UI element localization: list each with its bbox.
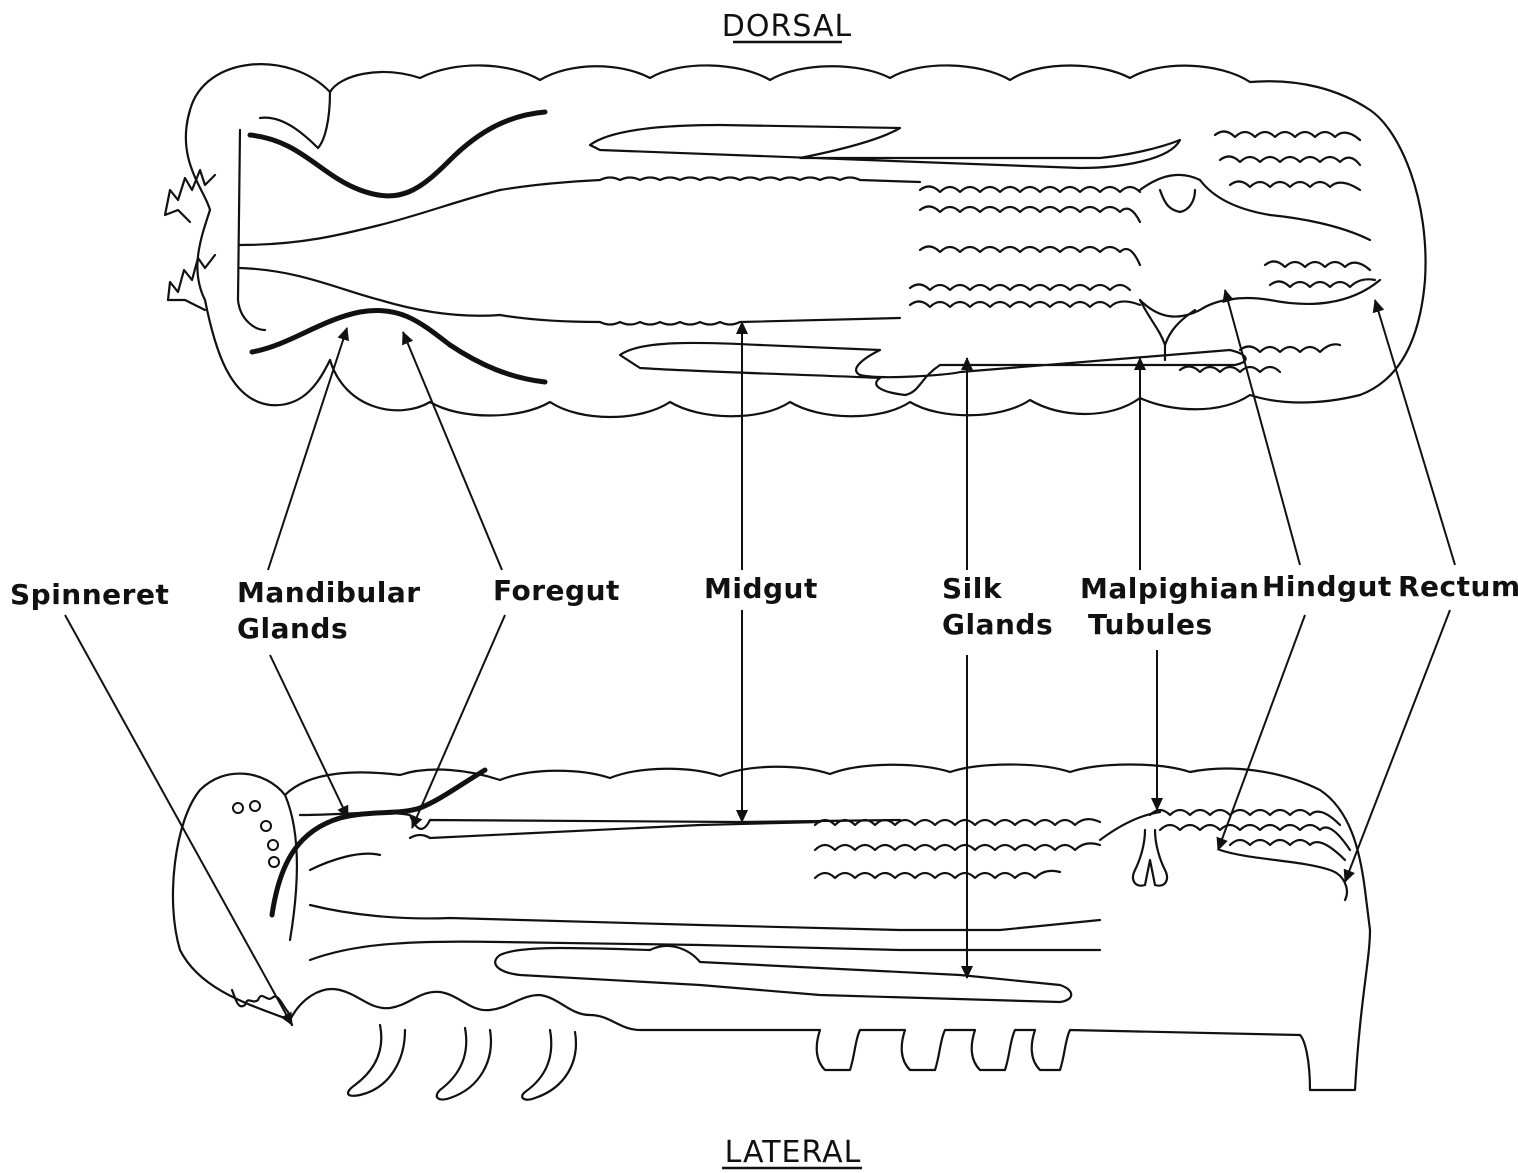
label-midgut: Midgut <box>704 572 818 605</box>
lateral-thoracic-leg-1 <box>348 1025 405 1096</box>
dorsal-larva <box>165 64 1426 417</box>
dorsal-head <box>186 64 330 405</box>
lateral-gut <box>310 822 1100 960</box>
lateral-tubule-fork <box>1100 812 1167 886</box>
spinneret-pointer <box>65 615 292 1025</box>
dorsal-silk-gland-upper <box>590 125 1180 168</box>
dorsal-malpighian-tubules-lower <box>910 246 1140 307</box>
lateral-head <box>173 774 297 1020</box>
label-mandibular-line1: Mandibular <box>237 576 421 609</box>
dorsal-rectum <box>1265 261 1375 287</box>
lateral-thoracic-leg-3 <box>522 1030 576 1100</box>
lateral-hindgut-tubules <box>1150 810 1350 860</box>
dorsal-malpighian-tubules-upper <box>920 186 1140 222</box>
hindgut-pointer-up <box>1225 290 1300 565</box>
lateral-larva <box>173 765 1370 1100</box>
lateral-view-title: LATERAL <box>725 1135 862 1170</box>
dorsal-head-inner <box>238 130 265 330</box>
lateral-malpighian-tubules <box>815 819 1100 878</box>
dorsal-body-outline <box>330 65 1426 417</box>
dorsal-silk-gland-lower <box>620 343 1246 395</box>
labels: Spinneret Mandibular Glands Foregut Midg… <box>10 570 1518 645</box>
lateral-silk-gland <box>495 946 1071 1002</box>
label-malpighian-line1: Malpighian <box>1080 572 1259 605</box>
label-silk-line1: Silk <box>942 572 1003 605</box>
lateral-thoracic-leg-2 <box>437 1028 491 1100</box>
label-mandibular-line2: Glands <box>237 612 348 645</box>
mandibular-pointer-down <box>270 655 348 818</box>
lateral-rectum <box>1220 850 1347 900</box>
mandibular-pointer-up <box>268 328 347 570</box>
dorsal-view-title: DORSAL <box>722 9 852 44</box>
label-foregut: Foregut <box>493 574 620 607</box>
foregut-pointer-down <box>412 615 505 828</box>
hindgut-pointer-down <box>1218 615 1305 850</box>
dorsal-foregut <box>240 190 500 316</box>
label-malpighian-line2: Tubules <box>1088 608 1213 641</box>
dorsal-mandibular-gland-lower <box>252 310 545 382</box>
dorsal-malpighian-tubules-rear <box>1180 131 1360 372</box>
label-rectum: Rectum <box>1398 570 1518 603</box>
dorsal-hindgut <box>1140 175 1380 317</box>
dorsal-midgut <box>500 178 920 325</box>
rectum-pointer-down <box>1345 610 1450 882</box>
dorsal-tubule-junction <box>1140 190 1195 360</box>
rectum-pointer-up <box>1375 300 1455 565</box>
lateral-mandibular-gland <box>272 770 485 915</box>
lateral-ventral-outline <box>290 989 1300 1070</box>
label-hindgut: Hindgut <box>1262 570 1392 603</box>
dorsal-mandible-lower <box>168 255 215 310</box>
label-silk-line2: Glands <box>942 608 1053 641</box>
label-spinneret: Spinneret <box>10 578 169 611</box>
lateral-ocelli <box>233 801 279 867</box>
dorsal-mandibular-gland-upper <box>250 112 545 196</box>
